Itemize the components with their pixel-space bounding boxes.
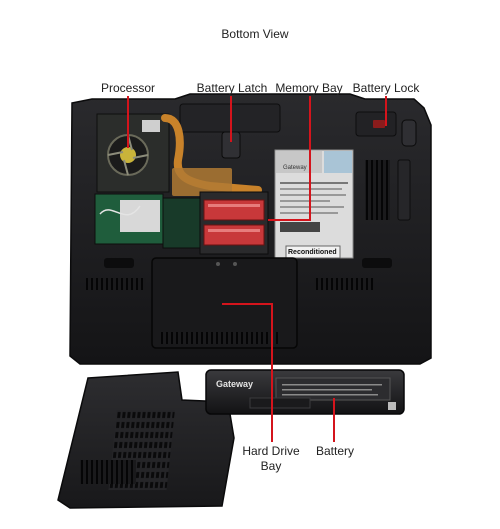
leader-memory-bay-horizontal [268,219,311,221]
leader-battery-latch [230,96,232,142]
battery-pack [205,369,405,415]
product-label [274,149,354,259]
processor-fan [96,113,170,193]
label-battery: Battery [315,444,354,458]
leader-memory-bay-vertical [309,96,311,220]
reconditioned-sticker-text: Reconditioned [288,249,337,256]
device-brand-text: Gateway [283,165,307,171]
battery-brand-text: Gateway [216,379,254,389]
motherboard-section [162,197,204,249]
hard-drive-door [57,371,235,509]
leader-hard-drive-vertical [271,303,273,442]
label-battery-lock: Battery Lock [352,81,420,95]
label-memory-bay: Memory Bay [275,81,343,95]
heatpipe [161,114,262,196]
wireless-card [94,193,164,245]
label-processor: Processor [100,81,156,95]
diagram-title: Bottom View [221,27,289,41]
label-battery-latch: Battery Latch [196,81,268,95]
label-hard-drive-bay-line2: Bay [260,459,282,473]
leader-hard-drive-horizontal [222,303,273,305]
label-hard-drive-bay-line1: Hard Drive [242,444,300,458]
leader-processor [127,96,129,148]
memory-modules [199,191,269,255]
leader-battery-lock [385,96,387,126]
leader-battery [333,398,335,442]
